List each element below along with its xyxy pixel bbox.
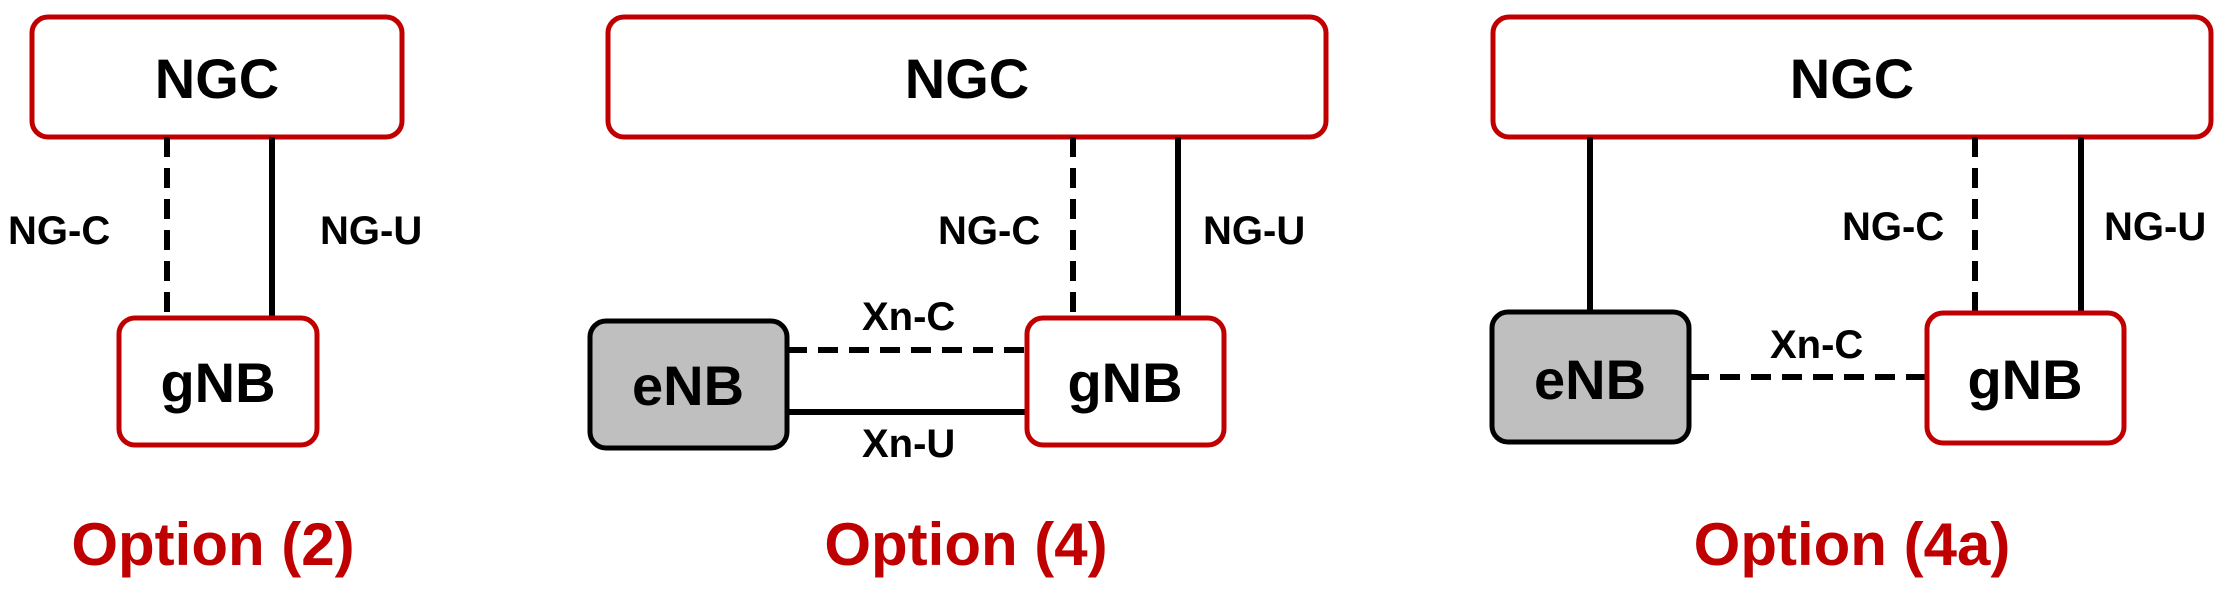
option-4-ng-c-label: NG-C [938,209,1040,253]
option-4a-caption: Option (4a) [1694,511,2011,578]
option-4-xn-c-label: Xn-C [862,295,955,339]
option-2-gnb-box [116,315,320,448]
option-4-ngc-box [605,14,1329,140]
option-4-group: NGC NG-C NG-U eNB Xn-C Xn-U gNB Option (… [587,14,1329,578]
option-2-gnb-label: gNB [160,351,275,414]
option-4a-ng-u-label: NG-U [2104,205,2206,249]
option-2-ng-u-label: NG-U [320,209,422,253]
option-4a-ngc-label: NGC [1790,47,1914,110]
option-4-enb-box [587,318,790,451]
option-4-caption: Option (4) [824,511,1107,578]
option-4-xn-u-label: Xn-U [862,422,955,466]
option-4a-ng-c-label: NG-C [1842,205,1944,249]
option-4-gnb-label: gNB [1067,351,1182,414]
option-2-ngc-label: NGC [155,47,279,110]
option-4-ng-u-label: NG-U [1203,209,1305,253]
option-4a-gnb-label: gNB [1967,348,2082,411]
option-4-enb-label: eNB [632,354,744,417]
option-4a-gnb-box [1924,310,2127,446]
option-4-gnb-box [1024,315,1227,448]
option-4a-ngc-box [1490,14,2214,140]
option-2-caption: Option (2) [71,511,354,578]
option-4a-xn-c-label: Xn-C [1770,323,1863,367]
option-2-ngc-box [29,14,405,140]
option-2-group: NGC NG-C NG-U gNB Option (2) [8,14,422,578]
option-4a-group: NGC NG-C NG-U eNB Xn-C gNB Option (4a) [1489,14,2214,578]
option-4-ngc-label: NGC [905,47,1029,110]
option-4a-enb-label: eNB [1534,348,1646,411]
option-2-ng-c-label: NG-C [8,209,110,253]
